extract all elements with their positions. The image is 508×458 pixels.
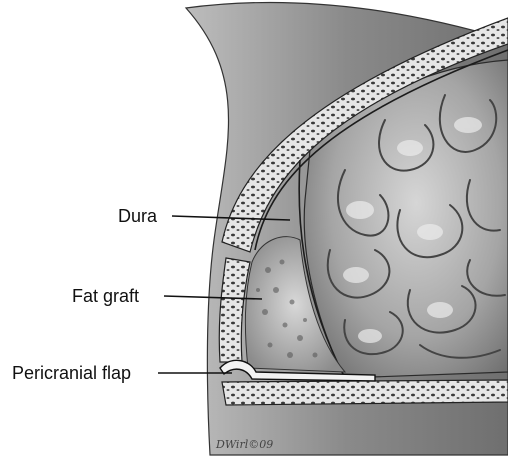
label-pericranial-flap: Pericranial flap xyxy=(12,364,131,382)
skull-bone-floor xyxy=(222,380,508,405)
label-fat-graft: Fat graft xyxy=(72,287,139,305)
artist-signature: DWirl©09 xyxy=(215,438,273,451)
label-dura: Dura xyxy=(118,207,157,225)
